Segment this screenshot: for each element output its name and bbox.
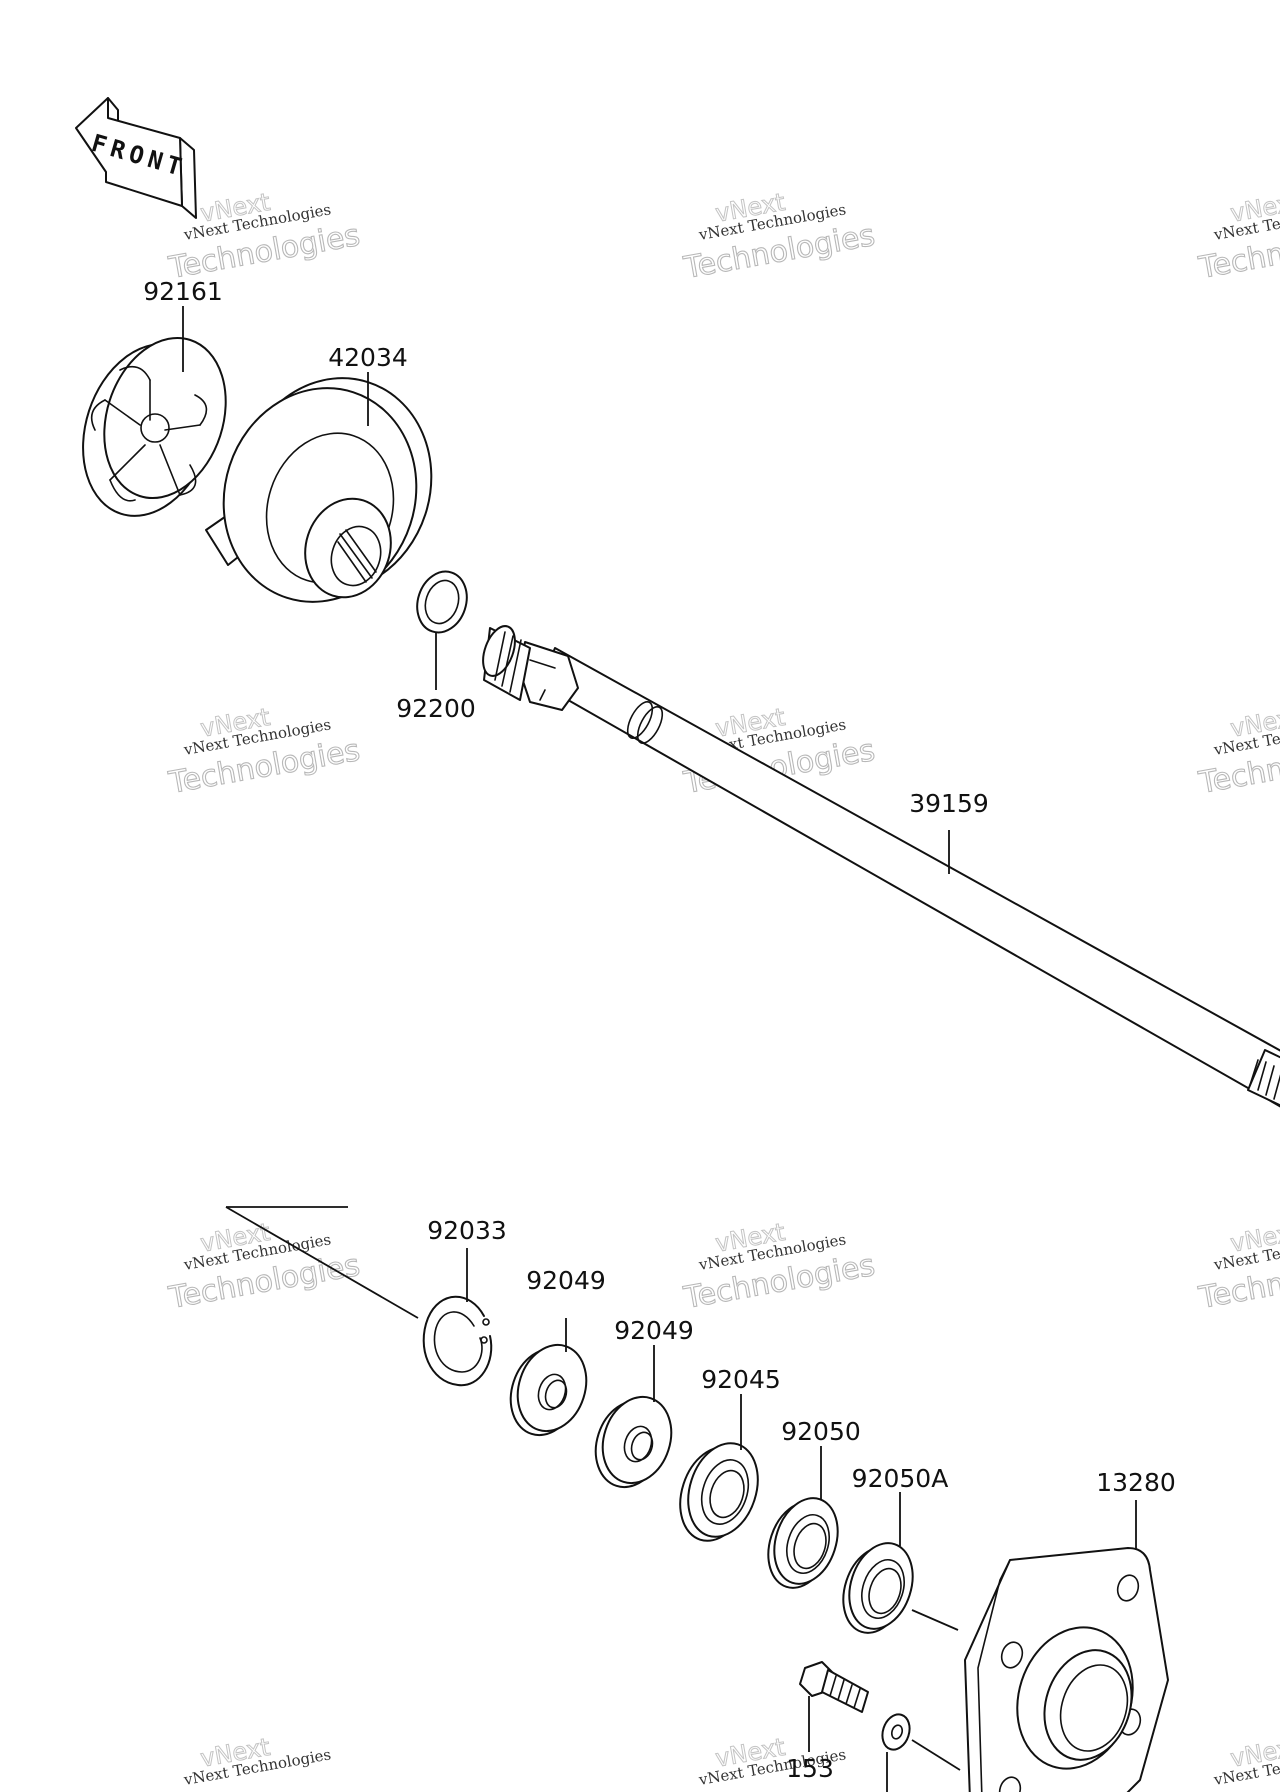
label-13280: 13280	[1096, 1468, 1176, 1497]
part-92045-bearing	[679, 1442, 759, 1542]
watermark: vNext vNext Technologies Technologies	[1195, 187, 1280, 286]
watermark: vNext vNext Technologies Technologies	[165, 702, 363, 801]
label-92049-a: 92049	[526, 1266, 606, 1295]
callouts: 92161 42034 92200 39159 92033 92049 9204…	[143, 277, 1176, 1792]
part-92050-oil-seal	[767, 1497, 839, 1589]
front-arrow-badge: FRONT	[75, 97, 197, 219]
label-39159: 39159	[909, 789, 989, 818]
label-92049-b: 92049	[614, 1316, 694, 1345]
watermark: vNext vNext Technologies Technologies	[680, 187, 878, 286]
front-arrow-icon	[75, 97, 183, 207]
watermark: vNext vNext Technologies Technologies	[165, 1217, 363, 1316]
label-92033: 92033	[427, 1216, 507, 1245]
part-92049-oil-seal-a	[509, 1343, 588, 1437]
label-92050: 92050	[781, 1417, 861, 1446]
part-39159-drive-shaft	[482, 625, 1280, 1108]
watermark: vNext vNext Technologies Technologies	[1195, 1217, 1280, 1316]
part-42034-coupling	[205, 377, 433, 603]
watermark: vNext vNext Technologies	[182, 1732, 333, 1789]
label-153: 153	[786, 1754, 834, 1783]
part-92033-circlip	[422, 1295, 493, 1387]
label-92045: 92045	[701, 1365, 781, 1394]
watermark: vNext vNext Technologies	[1212, 1732, 1280, 1789]
label-92050A: 92050A	[852, 1464, 949, 1493]
part-92161-damper	[82, 336, 227, 517]
watermark: vNext vNext Technologies Technologies	[1195, 702, 1280, 801]
part-washer	[881, 1713, 961, 1771]
label-42034: 42034	[328, 343, 408, 372]
part-92050A-oil-seal	[842, 1542, 959, 1634]
label-92200: 92200	[396, 694, 476, 723]
label-92161: 92161	[143, 277, 223, 306]
section-indicator	[225, 1206, 419, 1319]
part-92200-o-ring	[416, 570, 468, 634]
part-13280-housing	[964, 1547, 1169, 1792]
part-92049-oil-seal-b	[594, 1395, 673, 1489]
part-153-bolt	[799, 1661, 869, 1713]
watermark: vNext vNext Technologies Technologies	[680, 1217, 878, 1316]
